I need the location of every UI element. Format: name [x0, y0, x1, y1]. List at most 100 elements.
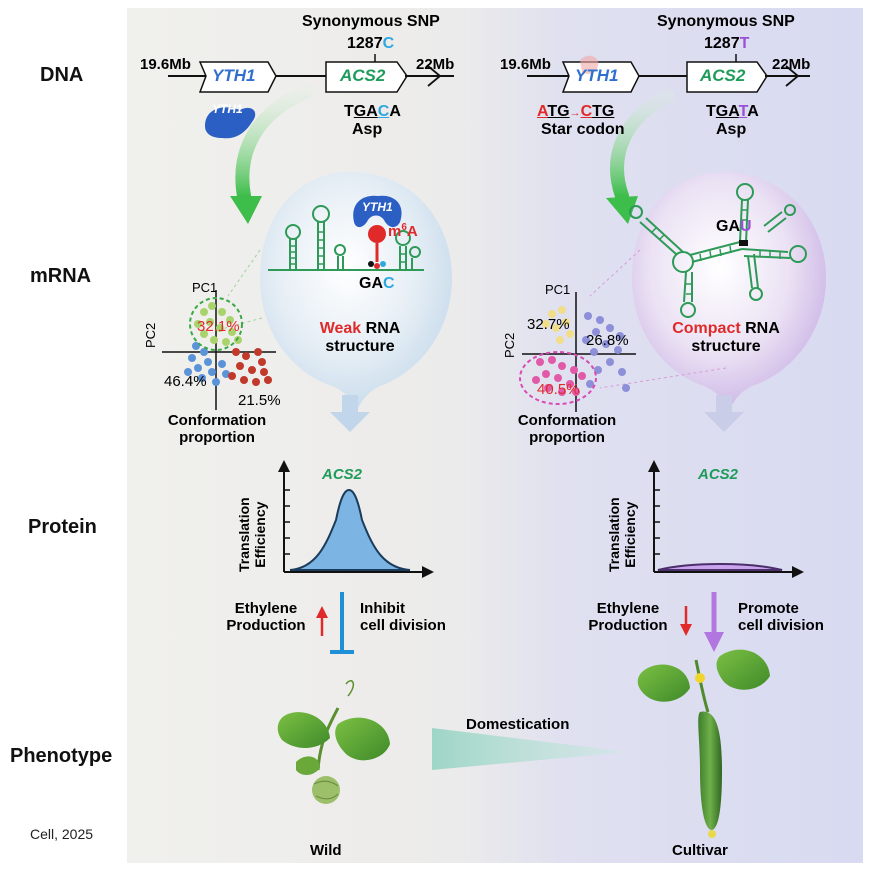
left-mrna-codon-c: C	[383, 275, 395, 292]
cultivar-plant-illustration	[637, 649, 770, 838]
right-cluster-yellow	[542, 306, 574, 344]
right-yth1-faded-shape	[580, 55, 599, 74]
citation: Cell, 2025	[30, 826, 94, 842]
left-pct-21-5: 21.5%	[238, 392, 281, 409]
right-cell-line2: cell division	[738, 617, 824, 634]
left-codon-ga: GA	[353, 103, 378, 120]
right-structure-rna: RNA	[740, 320, 780, 337]
right-mutation-a: A	[537, 103, 548, 120]
right-structure-word: Compact	[672, 320, 741, 337]
left-rna-ladders	[290, 231, 406, 265]
right-pct-32-7: 32.7%	[527, 316, 570, 333]
left-yth1-protein-shape	[205, 107, 256, 139]
left-gene-acs2: ACS2	[340, 66, 386, 85]
left-mrna-codon: GAC	[359, 275, 395, 293]
right-ethylene-line1: Ethylene	[596, 600, 660, 617]
right-conformation-line1: Conformation	[517, 412, 617, 429]
left-structure-line2: structure	[325, 338, 395, 355]
cultivar-label: Cultivar	[672, 842, 728, 859]
left-highlight-circle	[189, 297, 243, 351]
right-gene-acs2: ACS2	[700, 66, 746, 85]
left-snp-position: 1287	[347, 35, 383, 52]
row-label-phenotype: Phenotype	[10, 745, 113, 767]
right-start-position: 19.6Mb	[500, 56, 551, 73]
left-amino-acid: Asp	[352, 121, 383, 138]
left-down-arrow	[330, 395, 370, 432]
right-chart-gene: ACS2	[698, 466, 739, 483]
right-down-arrow	[704, 395, 744, 432]
left-y-label-line1: Translation	[236, 497, 252, 572]
right-codon-suffix: A	[747, 103, 759, 120]
left-cell-line2: cell division	[360, 617, 446, 634]
right-mutation-c: C	[580, 103, 593, 120]
left-conformation-line2: proportion	[179, 429, 255, 446]
left-yth1-protein-label: YTH1	[212, 102, 243, 116]
left-structure-word: Weak	[319, 320, 362, 337]
left-ethylene-line2: Production	[226, 617, 306, 634]
left-dna-track	[168, 54, 454, 93]
right-cluster-blue	[582, 312, 630, 392]
right-conformation-line2: proportion	[529, 429, 605, 446]
right-start-codon-label: Star codon	[541, 121, 625, 138]
right-codon-prefix: T	[706, 103, 716, 120]
left-snp-title: Synonymous SNP	[302, 13, 440, 30]
right-highlight-circle	[519, 351, 597, 405]
right-promote-arrow	[704, 592, 724, 652]
right-snp-label: 1287T	[704, 35, 749, 53]
m6a-dot-black	[368, 261, 374, 267]
right-rna-ladders	[650, 209, 781, 295]
right-cell-line1: Promote	[738, 600, 799, 617]
left-conformation-line1: Conformation	[167, 412, 267, 429]
right-mutation-arrow: →	[569, 107, 581, 119]
mrna-yth1-reader-shape	[353, 195, 402, 228]
right-mutation-tg2: TG	[592, 103, 615, 120]
left-ethylene-line1: Ethylene	[234, 600, 298, 617]
right-start-codon-mutation: ATG→CTG	[537, 103, 614, 121]
left-pct-32-1: 32.1%	[197, 318, 240, 335]
right-mutation-tg1: TG	[547, 103, 570, 120]
right-y-label-line1: Translation	[606, 497, 622, 572]
right-mrna-codon-ga: GA	[716, 218, 740, 235]
row-label-protein: Protein	[28, 516, 97, 538]
left-codon-snp: C	[377, 103, 390, 120]
right-codon: TGATA	[706, 103, 759, 121]
left-snp-base: C	[382, 35, 395, 52]
left-y-label-line2: Efficiency	[252, 501, 268, 568]
left-translation-chart	[278, 460, 434, 578]
left-gene-yth1: YTH1	[212, 66, 256, 85]
left-mrna-codon-ga: GA	[359, 275, 383, 292]
right-codon-ga: GA	[715, 103, 739, 120]
right-green-curved-arrow	[610, 89, 675, 203]
left-start-position: 19.6Mb	[140, 56, 191, 73]
left-cluster-blue	[184, 342, 230, 386]
domestication-arrow	[432, 728, 628, 770]
right-snp-position: 1287	[704, 35, 740, 52]
right-pc2-label: PC2	[502, 332, 517, 358]
right-pct-26-8: 26.8%	[586, 332, 629, 349]
m6a-ball	[368, 225, 386, 243]
right-gene-yth1: YTH1	[575, 66, 619, 85]
right-mrna-codon: GAU	[716, 218, 752, 236]
left-inhibit-arrow	[330, 592, 354, 654]
right-snp-base: T	[739, 35, 750, 52]
right-translation-chart	[648, 460, 804, 578]
wild-label: Wild	[310, 842, 342, 859]
m6a-sup: 6	[401, 222, 407, 233]
left-efficiency-curve	[289, 488, 411, 571]
right-green-arrowhead	[606, 196, 638, 224]
left-cell-line1: Inhibit	[360, 600, 405, 617]
left-ethylene-up-arrow	[316, 606, 328, 636]
right-end-position: 22Mb	[772, 56, 811, 73]
right-ethylene-line2: Production	[588, 617, 668, 634]
left-snp-label: 1287C	[347, 35, 394, 53]
